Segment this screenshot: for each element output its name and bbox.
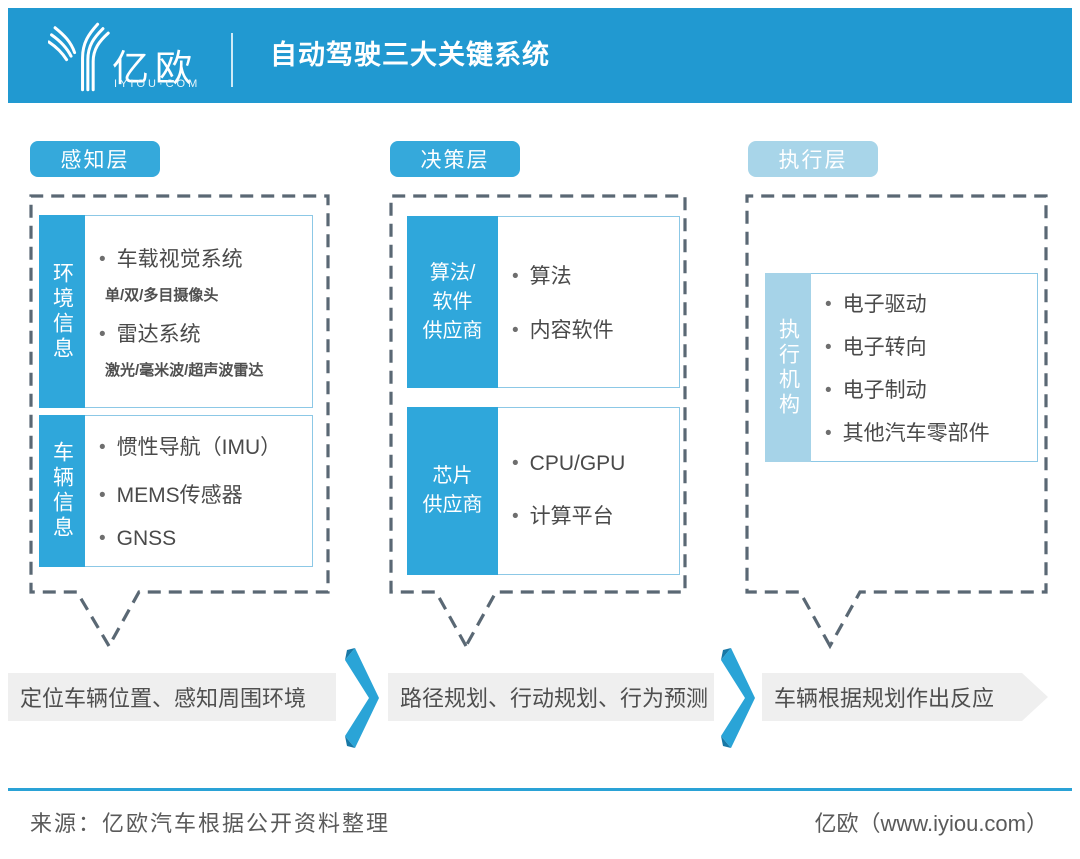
- flow-text: 定位车辆位置、感知周围环境: [20, 686, 307, 711]
- sidebar-line: 供应商: [422, 319, 483, 342]
- flow-band-arrow-tip: [1022, 673, 1048, 721]
- header-divider: [231, 33, 233, 87]
- sidebar-line: 供应商: [422, 494, 483, 516]
- actuator-box: 执行机构 电子驱动 电子转向 电子制动 其他汽车零部件: [765, 273, 1038, 462]
- sidebar-line: 算法/: [429, 261, 476, 284]
- environment-info-sidebar: 环境信息: [39, 215, 85, 408]
- list-item: CPU/GPU: [512, 452, 675, 476]
- chip-supplier-box: 芯片 供应商 CPU/GPU 计算平台: [407, 407, 680, 575]
- decision-dashed-container: [389, 194, 687, 650]
- list-item: 惯性导航（IMU）: [99, 431, 308, 461]
- list-item: 电子转向: [825, 331, 1033, 361]
- list-item: 车载视觉系统: [99, 243, 308, 273]
- environment-info-box: 环境信息 车载视觉系统 单/双/多目摄像头 雷达系统 激光/毫米波/超声波雷达: [39, 215, 313, 408]
- list-item: MEMS传感器: [99, 479, 308, 509]
- list-item: 电子制动: [825, 374, 1033, 404]
- list-subitem: 单/双/多目摄像头: [105, 287, 219, 304]
- vehicle-info-box: 车辆信息 惯性导航（IMU） MEMS传感器 GNSS: [39, 415, 313, 567]
- layer-label-decision: 决策层: [390, 141, 520, 177]
- algorithm-software-supplier-sidebar: 算法/ 软件 供应商: [407, 216, 498, 388]
- list-item: 算法: [512, 260, 675, 290]
- footer-source-text: 来源：亿欧汽车根据公开资料整理: [30, 811, 391, 836]
- layer-label-perception: 感知层: [30, 141, 160, 177]
- list-subitem: 激光/毫米波/超声波雷达: [105, 362, 264, 379]
- logo-text: 亿欧: [112, 48, 198, 89]
- vehicle-info-label: 车辆信息: [50, 441, 74, 541]
- sidebar-line: 芯片: [432, 465, 473, 487]
- flow-arrow-icon: [721, 648, 755, 748]
- sidebar-line: 软件: [432, 290, 473, 313]
- actuator-label: 执行机构: [776, 317, 800, 418]
- logo-subtext: IYIOU·COM: [114, 78, 201, 90]
- flow-band-execution: 车辆根据规划作出反应: [762, 673, 1022, 721]
- list-item: GNSS: [99, 527, 308, 551]
- algorithm-software-supplier-box: 算法/ 软件 供应商 算法 内容软件: [407, 216, 680, 388]
- flow-band-perception: 定位车辆位置、感知周围环境: [8, 673, 336, 721]
- app-header: 亿欧 IYIOU·COM 自动驾驶三大关键系统: [8, 8, 1072, 103]
- perception-dashed-container: [29, 194, 330, 650]
- footer-divider: [8, 788, 1072, 791]
- environment-info-label: 环境信息: [50, 261, 74, 362]
- list-item: 雷达系统: [99, 318, 308, 348]
- list-item: 计算平台: [512, 500, 675, 530]
- footer-credit-text: 亿欧（www.iyiou.com）: [814, 811, 1048, 836]
- vehicle-info-sidebar: 车辆信息: [39, 415, 85, 567]
- flow-arrow-icon: [345, 648, 379, 748]
- list-item: 其他汽车零部件: [825, 417, 1033, 447]
- layer-label-execution: 执行层: [748, 141, 878, 177]
- flow-text: 路径规划、行动规划、行为预测: [400, 686, 709, 711]
- flow-text: 车辆根据规划作出反应: [774, 686, 995, 711]
- list-item: 电子驱动: [825, 288, 1033, 318]
- flow-band-decision: 路径规划、行动规划、行为预测: [388, 673, 714, 721]
- chip-supplier-sidebar: 芯片 供应商: [407, 407, 498, 575]
- execution-dashed-container: [745, 194, 1048, 650]
- actuator-sidebar: 执行机构: [765, 273, 811, 462]
- iyiou-logo-icon: [48, 22, 110, 92]
- list-item: 内容软件: [512, 314, 675, 344]
- page-title: 自动驾驶三大关键系统: [270, 40, 550, 70]
